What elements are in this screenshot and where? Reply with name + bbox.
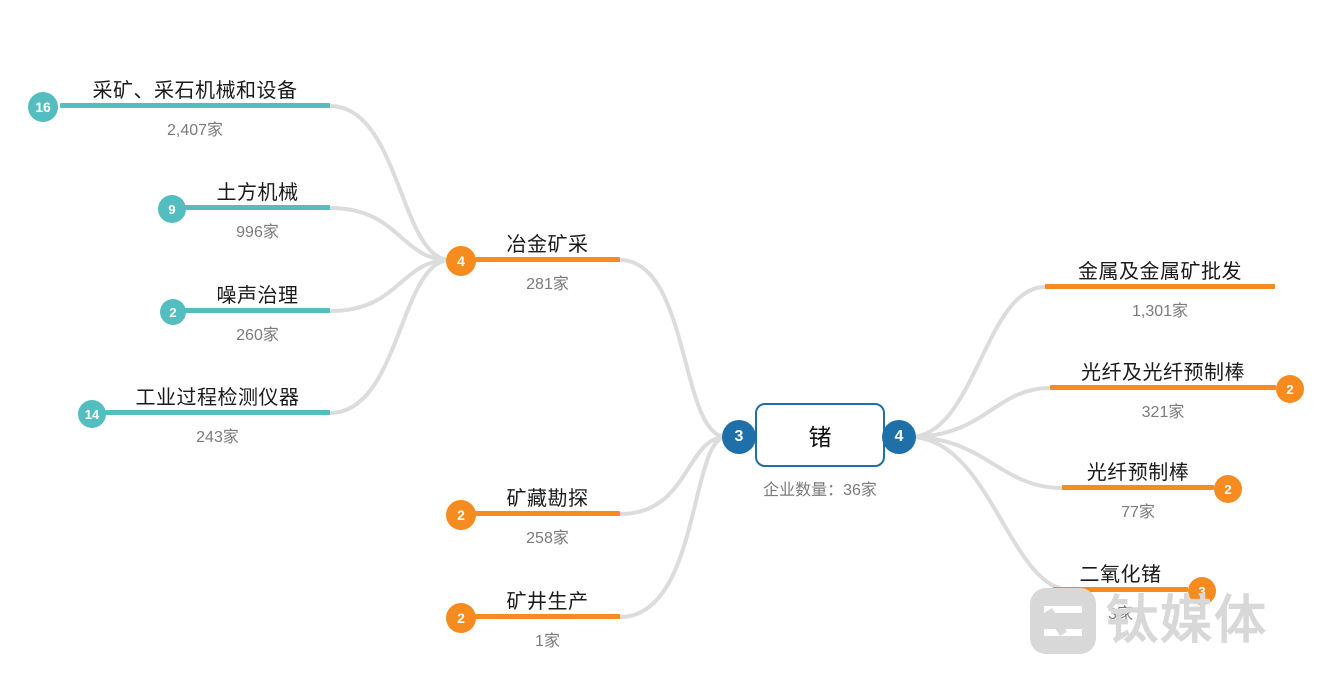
node-bar bbox=[185, 308, 330, 313]
node-title: 矿井生产 bbox=[506, 591, 589, 613]
node-bar bbox=[1050, 385, 1276, 390]
node-count: 258家 bbox=[526, 530, 569, 547]
node-bar bbox=[1062, 485, 1214, 490]
node-bar bbox=[105, 410, 330, 415]
node-bar bbox=[60, 103, 330, 108]
edge-noise bbox=[328, 258, 452, 313]
node-mine-production[interactable]: 矿井生产 1家 2 bbox=[446, 591, 620, 650]
node-bar bbox=[475, 511, 620, 516]
node-badge[interactable]: 2 bbox=[160, 299, 186, 325]
node-optical-fiber-and-preform[interactable]: 光纤及光纤预制棒 321家 2 bbox=[1050, 362, 1304, 421]
center-node[interactable]: 锗 bbox=[755, 403, 885, 467]
node-metal-ore-wholesale[interactable]: 金属及金属矿批发 1,301家 bbox=[1045, 261, 1275, 320]
edge-instruments bbox=[328, 258, 452, 415]
edge-mining-machinery bbox=[328, 104, 452, 262]
node-metallurgical-mining-hub[interactable]: 冶金矿采 281家 4 bbox=[446, 234, 620, 293]
center-right-badge[interactable]: 4 bbox=[882, 420, 916, 454]
node-badge[interactable]: 16 bbox=[28, 92, 58, 122]
node-count: 1家 bbox=[535, 633, 560, 650]
node-title: 采矿、采石机械和设备 bbox=[92, 80, 298, 102]
node-earthmoving-machinery[interactable]: 土方机械 996家 9 bbox=[158, 182, 330, 241]
edge-center-to-geo2 bbox=[908, 435, 1072, 592]
node-title: 土方机械 bbox=[216, 182, 299, 204]
node-badge[interactable]: 2 bbox=[446, 500, 476, 530]
node-count: 1,301家 bbox=[1131, 303, 1189, 320]
node-title: 光纤预制棒 bbox=[1086, 462, 1190, 484]
node-bar bbox=[1045, 284, 1275, 289]
node-badge[interactable]: 2 bbox=[446, 603, 476, 633]
node-badge[interactable]: 9 bbox=[158, 195, 186, 223]
node-badge[interactable]: 2 bbox=[1276, 375, 1304, 403]
node-noise-control[interactable]: 噪声治理 260家 2 bbox=[160, 285, 330, 344]
edge-minework-to-center bbox=[618, 435, 728, 619]
node-count: 260家 bbox=[236, 327, 279, 344]
node-title: 光纤及光纤预制棒 bbox=[1081, 362, 1245, 384]
node-title: 矿藏勘探 bbox=[506, 488, 589, 510]
center-node-label: 锗 bbox=[808, 424, 832, 450]
node-count: 996家 bbox=[236, 224, 279, 241]
node-count: 3家 bbox=[1108, 606, 1133, 623]
node-count: 281家 bbox=[526, 276, 569, 293]
center-left-badge[interactable]: 3 bbox=[722, 420, 756, 454]
node-mineral-exploration[interactable]: 矿藏勘探 258家 2 bbox=[446, 488, 620, 547]
node-count: 77家 bbox=[1121, 504, 1155, 521]
center-node-subtitle: 企业数量：36家 bbox=[763, 482, 877, 499]
edge-earthmoving bbox=[328, 206, 452, 262]
node-mining-quarry-machinery[interactable]: 采矿、采石机械和设备 2,407家 16 bbox=[28, 80, 330, 139]
node-germanium-dioxide[interactable]: 二氧化锗 3家 3 bbox=[1053, 564, 1216, 623]
node-title: 金属及金属矿批发 bbox=[1078, 261, 1242, 283]
node-title: 冶金矿采 bbox=[506, 234, 589, 256]
edge-center-to-fiber-rod bbox=[908, 386, 1052, 439]
node-bar bbox=[475, 614, 620, 619]
node-title: 噪声治理 bbox=[216, 285, 299, 307]
node-title: 二氧化锗 bbox=[1079, 564, 1162, 586]
node-optical-fiber-preform[interactable]: 光纤预制棒 77家 2 bbox=[1062, 462, 1242, 521]
node-bar bbox=[475, 257, 620, 262]
edge-center-to-wholesale bbox=[908, 285, 1047, 439]
node-industrial-process-instruments[interactable]: 工业过程检测仪器 243家 14 bbox=[78, 387, 330, 446]
edge-hub-to-center bbox=[618, 258, 728, 439]
node-count: 243家 bbox=[196, 429, 239, 446]
node-badge[interactable]: 2 bbox=[1214, 475, 1242, 503]
node-bar bbox=[185, 205, 330, 210]
node-title: 工业过程检测仪器 bbox=[135, 387, 300, 409]
node-count: 2,407家 bbox=[166, 122, 224, 139]
node-badge[interactable]: 14 bbox=[78, 400, 106, 428]
node-badge[interactable]: 3 bbox=[1188, 577, 1216, 605]
node-badge[interactable]: 4 bbox=[446, 246, 476, 276]
node-bar bbox=[1053, 587, 1188, 592]
node-count: 321家 bbox=[1141, 404, 1185, 421]
